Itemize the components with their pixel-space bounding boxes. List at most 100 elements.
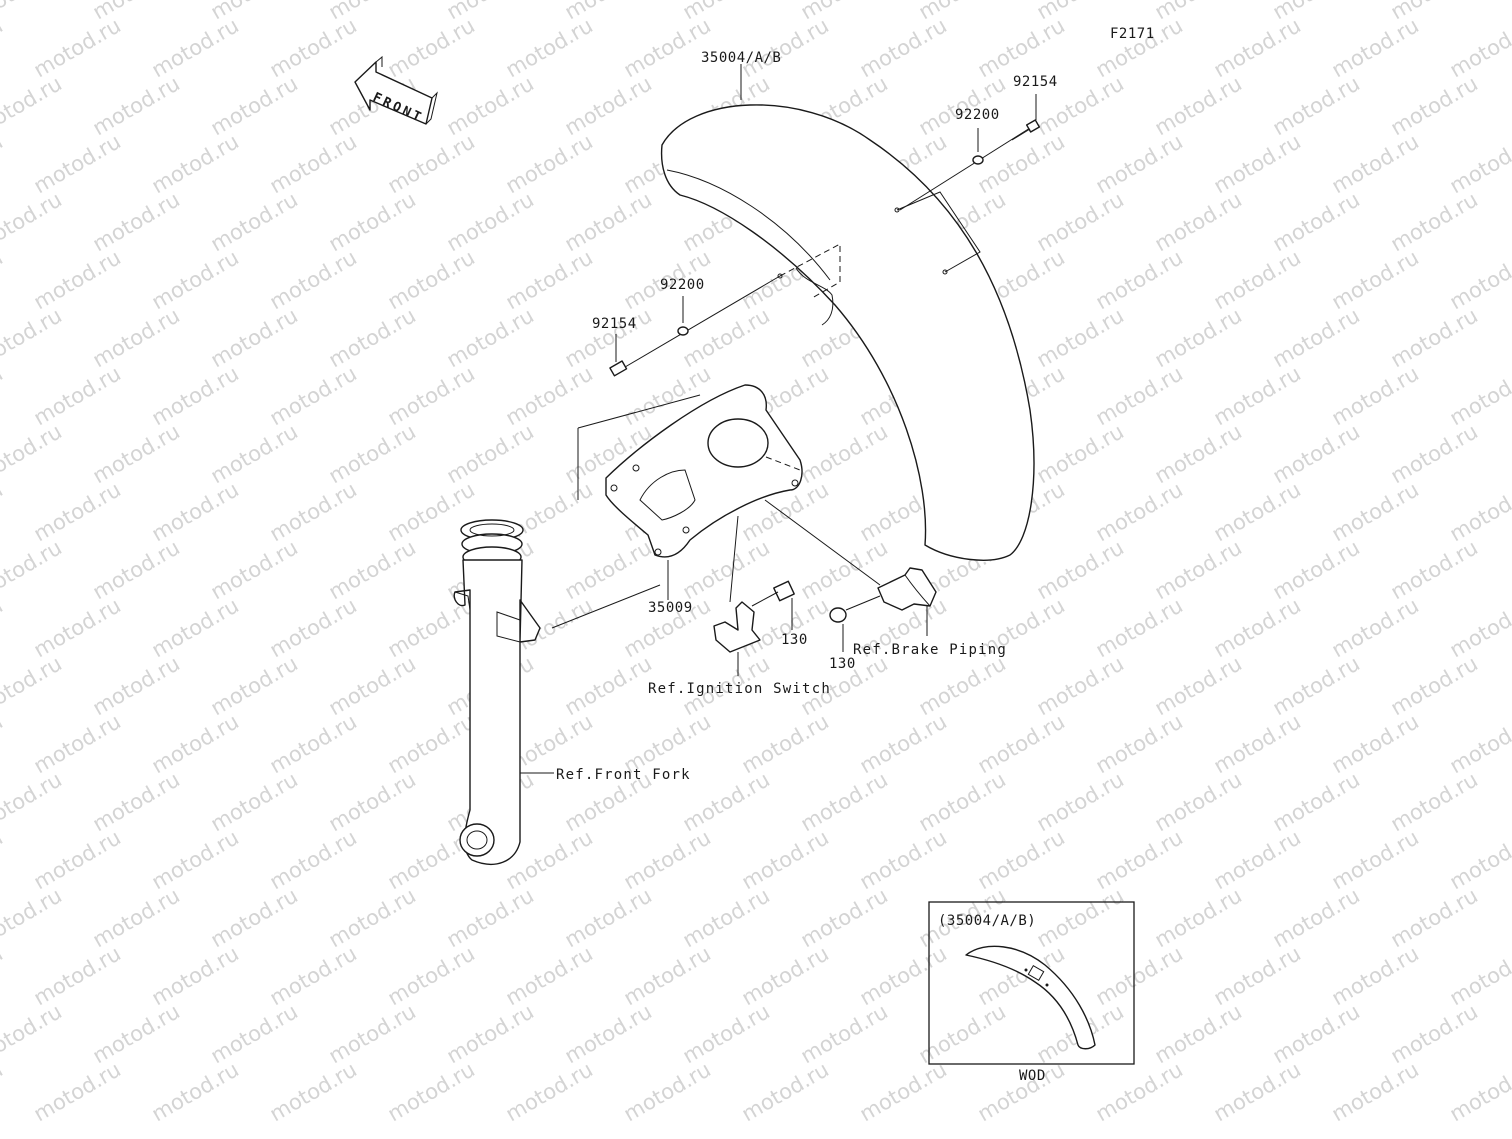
watermark-text: motod.ru [0,651,66,720]
watermark-text: motod.ru [620,13,715,82]
watermark-text: motod.ru [1210,245,1305,314]
watermark-text: motod.ru [1151,883,1246,952]
watermark-text: motod.ru [1446,477,1512,546]
watermark-text: motod.ru [738,709,833,778]
watermark-text: motod.ru [502,361,597,430]
watermark-text: motod.ru [1151,71,1246,140]
watermark-text: motod.ru [797,419,892,488]
watermark-text: motod.ru [502,245,597,314]
watermark-text: motod.ru [561,535,656,604]
watermark-text: motod.ru [1092,1057,1187,1126]
watermark-text: motod.ru [915,71,1010,140]
watermark-text: motod.ru [325,999,420,1068]
watermark-text: motod.ru [207,651,302,720]
watermark-text: motod.ru [207,535,302,604]
watermark-text: motod.ru [915,651,1010,720]
watermark-text: motod.ru [502,1057,597,1126]
watermark-text: motod.ru [1210,825,1305,894]
ref-ignition-switch: Ref.Ignition Switch [648,681,831,697]
watermark-text: motod.ru [207,419,302,488]
watermark-text: motod.ru [1446,245,1512,314]
watermark-text: motod.ru [1269,999,1364,1068]
watermark-text: motod.ru [1328,941,1423,1010]
inset-caption: WOD [1019,1068,1046,1084]
watermark-text: motod.ru [797,999,892,1068]
watermark-text: motod.ru [1446,129,1512,198]
watermark-text: motod.ru [89,883,184,952]
watermark-text: motod.ru [266,245,361,314]
watermark-text: motod.ru [1387,999,1482,1068]
watermark-text: motod.ru [89,767,184,836]
watermark-text: motod.ru [1151,187,1246,256]
watermark-text: motod.ru [30,361,125,430]
watermark-text: motod.ru [1328,1057,1423,1126]
watermark-text: motod.ru [266,129,361,198]
watermark-text: motod.ru [974,709,1069,778]
watermark-text: motod.ru [1328,593,1423,662]
watermark-text: motod.ru [561,651,656,720]
watermark-text: motod.ru [0,999,66,1068]
watermark-text: motod.ru [443,999,538,1068]
watermark-text: motod.ru [1446,825,1512,894]
watermark-text: motod.ru [0,303,66,372]
watermark-text: motod.ru [974,825,1069,894]
watermark-text: motod.ru [1387,535,1482,604]
watermark-text: motod.ru [1033,535,1128,604]
watermark-text: motod.ru [1269,767,1364,836]
watermark-text: motod.ru [1269,303,1364,372]
watermark-text: motod.ru [561,303,656,372]
watermark-text: motod.ru [266,1057,361,1126]
watermark-text: motod.ru [738,13,833,82]
watermark-text: motod.ru [502,13,597,82]
watermark-text: motod.ru [0,71,66,140]
watermark-text: motod.ru [1092,245,1187,314]
washer-right [973,156,983,164]
watermark-text: motod.ru [30,1057,125,1126]
watermark-text: motod.ru [148,129,243,198]
watermark-text: motod.ru [1446,1057,1512,1126]
watermark-text: motod.ru [1387,883,1482,952]
watermark-text: motod.ru [384,709,479,778]
watermark-text: motod.ru [1269,187,1364,256]
watermark-text: motod.ru [207,883,302,952]
watermark-text: motod.ru [30,13,125,82]
callout-92200-right: 92200 [955,107,1000,123]
watermark-text: motod.ru [384,361,479,430]
watermark-text: motod.ru [0,245,7,314]
watermark-text: motod.ru [1033,883,1128,952]
watermark-text: motod.ru [0,593,7,662]
watermark-text: motod.ru [1446,941,1512,1010]
watermark-text: motod.ru [384,245,479,314]
watermark-text: motod.ru [620,1057,715,1126]
watermark-text: motod.ru [266,361,361,430]
watermark-text: motod.ru [1210,477,1305,546]
watermark-text: motod.ru [1269,419,1364,488]
watermark-text: motod.ru [1151,535,1246,604]
watermark-text: motod.ru [0,0,66,24]
watermark-text: motod.ru [0,709,7,778]
watermark-text: motod.ru [148,477,243,546]
watermark-text: motod.ru [0,535,66,604]
watermark-text: motod.ru [1210,361,1305,430]
watermark-text: motod.ru [1033,767,1128,836]
watermark-text: motod.ru [266,593,361,662]
watermark-text: motod.ru [1210,593,1305,662]
watermark-text: motod.ru [797,767,892,836]
watermark-text: motod.ru [30,941,125,1010]
watermark-text: motod.ru [325,419,420,488]
watermark-text: motod.ru [679,535,774,604]
watermark-text: motod.ru [384,129,479,198]
watermark-text: motod.ru [89,651,184,720]
watermark-text: motod.ru [266,709,361,778]
watermark-text: motod.ru [207,303,302,372]
watermark-text: motod.ru [325,651,420,720]
watermark-text: motod.ru [443,187,538,256]
callout-92154-left: 92154 [592,316,637,332]
watermark-text: motod.ru [856,13,951,82]
watermark-text: motod.ru [266,825,361,894]
watermark-text: motod.ru [325,303,420,372]
watermark-text: motod.ru [30,825,125,894]
watermark-text: motod.ru [856,709,951,778]
callout-92200-left: 92200 [660,277,705,293]
